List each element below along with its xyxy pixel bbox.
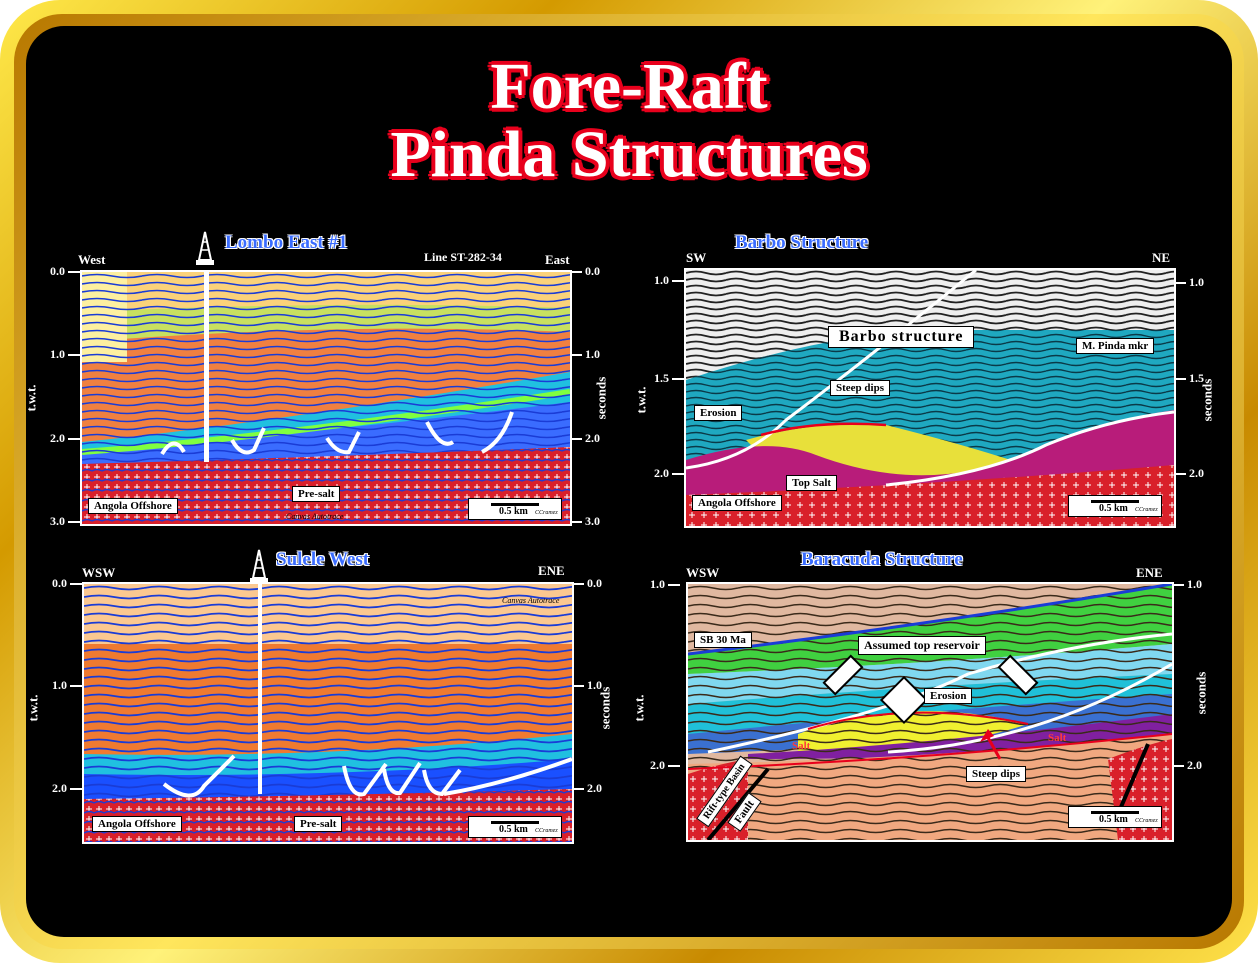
tick-right: 2.0 [570,431,600,446]
label-structure: Barbo structure [828,326,975,348]
label-erosion: Erosion [924,688,973,704]
direction-right: East [545,252,570,267]
label-sb: SB 30 Ma [694,632,752,648]
panel-title: Sulele West [276,549,370,570]
label-marker: M. Pinda mkr [1076,338,1155,354]
axis-label-right: seconds [593,376,609,420]
tick-right: 3.0 [570,514,600,529]
axis-label-left: t.w.t. [25,694,41,722]
panel-title: Lombo East #1 [225,232,348,253]
rig-icon [250,549,268,583]
tick-left: 1.0 [52,678,82,693]
tick-left: 2.0 [654,466,684,481]
scale-text: 0.5 km [499,824,528,835]
label-region: Angola Offshore [92,816,182,832]
label-region: Angola Offshore [88,498,178,514]
tick-left: 0.0 [50,264,80,279]
tick-left: 0.0 [52,576,82,591]
scale-bar: 0.5 km CCramez [468,816,562,838]
tick-right: 1.0 [1172,577,1202,592]
line-label: Line ST-282-34 [424,250,502,264]
label-presalt: Pre-salt [292,486,341,502]
label-reservoir: Assumed top reservoir [858,636,986,655]
scale-bar: 0.5 km CCramez [1068,495,1162,517]
direction-left: WSW [82,565,116,580]
direction-left: SW [686,250,707,265]
axis-label-right: seconds [1193,671,1209,715]
tick-right: 1.0 [1174,275,1204,290]
tick-right: 2.0 [572,781,602,796]
direction-left: West [78,252,106,267]
slide-title-line1: Fore-Raft [490,50,768,123]
label-region: Angola Offshore [692,495,782,511]
credit: CCramez [535,828,558,834]
tick-left: 1.5 [654,371,684,386]
axis-label-left: t.w.t. [633,386,649,414]
direction-right: ENE [538,563,565,578]
tick-left: 3.0 [50,514,80,529]
credit: CCramez [1135,818,1158,824]
tick-left: 2.0 [52,781,82,796]
axis-label-right: seconds [1199,378,1215,422]
tick-left: 1.0 [650,577,680,592]
label-salt: Salt [1048,732,1067,744]
tick-right: 1.0 [572,678,602,693]
direction-right: NE [1152,250,1171,265]
seismic-section: Angola Offshore Pre-salt Canvas Autotrac… [80,270,572,526]
axis-label-left: t.w.t. [631,694,647,722]
label-top-salt: Top Salt [786,475,838,491]
panel-title: Barbo Structure [735,232,869,253]
direction-right: ENE [1136,565,1163,580]
scale-text: 0.5 km [1099,814,1128,825]
tick-left: 2.0 [50,431,80,446]
label-autotrace: Canvas Autotrace [286,512,344,521]
tick-left: 2.0 [650,758,680,773]
label-autotrace: Canvas Autotrace [502,596,560,605]
slide-title-line2: Pinda Structures [390,118,868,191]
scale-bar: 0.5 km CCramez [468,498,562,520]
rig-icon [196,231,214,265]
credit: CCramez [1135,507,1158,513]
axis-label-right: seconds [597,686,613,730]
label-erosion: Erosion [694,405,743,421]
tick-right: 0.0 [572,576,602,591]
scale-text: 0.5 km [499,506,528,517]
panel-title: Baracuda Structure [801,549,963,570]
scale-text: 0.5 km [1099,503,1128,514]
label-salt: Salt [792,740,811,752]
axis-label-left: t.w.t. [23,384,39,412]
tick-right: 1.0 [570,347,600,362]
label-steep-dips: Steep dips [830,380,890,396]
seismic-section: SB 30 Ma Assumed top reservoir Erosion S… [686,582,1174,842]
seismic-section: Barbo structure M. Pinda mkr Steep dips … [684,268,1176,528]
tick-right: 2.0 [1174,466,1204,481]
tick-right: 2.0 [1172,758,1202,773]
credit: CCramez [535,510,558,516]
tick-left: 1.0 [50,347,80,362]
tick-right: 0.0 [570,264,600,279]
label-presalt: Pre-salt [294,816,343,832]
direction-left: WSW [686,565,720,580]
scale-bar: 0.5 km CCramez [1068,806,1162,828]
tick-left: 1.0 [654,273,684,288]
seismic-section: Canvas Autotrace Angola Offshore Pre-sal… [82,582,574,844]
label-steep-dips: Steep dips [966,766,1026,782]
tick-right: 1.5 [1174,371,1204,386]
